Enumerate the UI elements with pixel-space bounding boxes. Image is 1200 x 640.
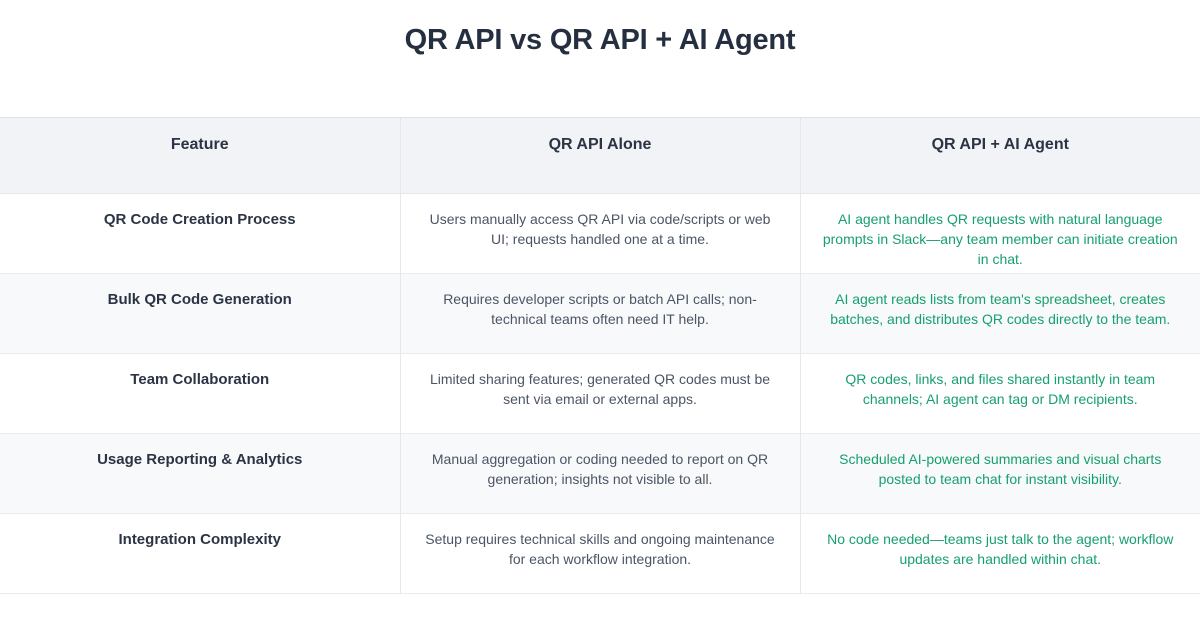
cell-qr-api-alone: Setup requires technical skills and ongo…: [399, 513, 801, 594]
cell-qr-api-plus-ai-agent: QR codes, links, and files shared instan…: [800, 353, 1200, 434]
cell-qr-api-plus-ai-agent: AI agent reads lists from team's spreads…: [800, 273, 1200, 354]
table-row: QR Code Creation Process Users manually …: [0, 193, 1200, 274]
cell-qr-api-alone: Manual aggregation or coding needed to r…: [399, 433, 801, 514]
cell-feature: QR Code Creation Process: [0, 193, 400, 274]
cell-feature: Bulk QR Code Generation: [0, 273, 400, 354]
cell-feature: Integration Complexity: [0, 513, 400, 594]
cell-qr-api-plus-ai-agent: AI agent handles QR requests with natura…: [800, 193, 1200, 274]
comparison-table: Feature QR API Alone QR API + AI Agent Q…: [0, 117, 1200, 594]
table-row: Bulk QR Code Generation Requires develop…: [0, 273, 1200, 354]
comparison-table-wrapper: Feature QR API Alone QR API + AI Agent Q…: [0, 117, 1200, 594]
table-row: Integration Complexity Setup requires te…: [0, 513, 1200, 594]
column-header-feature: Feature: [0, 117, 400, 194]
column-header-qr-api-plus-ai-agent: QR API + AI Agent: [799, 117, 1200, 194]
table-row: Usage Reporting & Analytics Manual aggre…: [0, 433, 1200, 514]
table-header-row: Feature QR API Alone QR API + AI Agent: [0, 117, 1200, 194]
cell-qr-api-plus-ai-agent: Scheduled AI-powered summaries and visua…: [800, 433, 1200, 514]
table-header: Feature QR API Alone QR API + AI Agent: [0, 117, 1200, 194]
cell-qr-api-alone: Users manually access QR API via code/sc…: [399, 193, 801, 274]
column-header-qr-api-alone: QR API Alone: [399, 117, 800, 194]
cell-qr-api-alone: Requires developer scripts or batch API …: [399, 273, 801, 354]
cell-qr-api-alone: Limited sharing features; generated QR c…: [399, 353, 801, 434]
cell-qr-api-plus-ai-agent: No code needed—teams just talk to the ag…: [800, 513, 1200, 594]
cell-feature: Team Collaboration: [0, 353, 400, 434]
table-row: Team Collaboration Limited sharing featu…: [0, 353, 1200, 434]
table-body: QR Code Creation Process Users manually …: [0, 193, 1200, 594]
page-title: QR API vs QR API + AI Agent: [404, 24, 796, 56]
cell-feature: Usage Reporting & Analytics: [0, 433, 400, 514]
